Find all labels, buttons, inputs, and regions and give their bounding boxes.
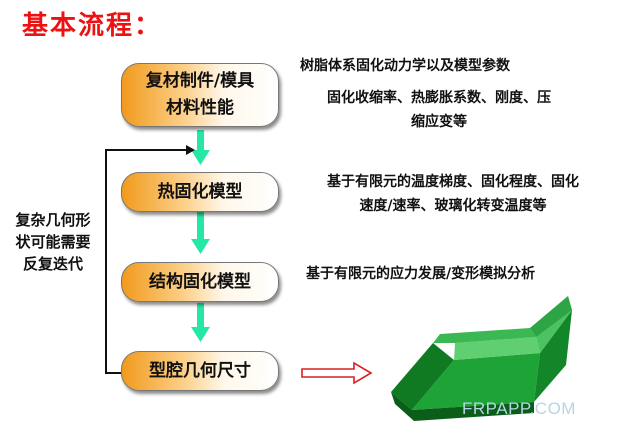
step-1-label-line1: 复材制件/模具 <box>145 71 255 91</box>
step-3-label: 结构固化模型 <box>149 272 251 292</box>
iteration-loop-arrowhead <box>186 145 195 155</box>
page-title: 基本流程： <box>22 11 163 41</box>
step-4-label: 型腔几何尺寸 <box>149 361 251 381</box>
cured-part-image <box>391 296 572 421</box>
step-arrow-3 <box>191 303 210 342</box>
note-thermal-fea-line2: 速度/速率、玻璃化转变温度等 <box>359 198 547 214</box>
note-cure-kinetics: 树脂体系固化动力学以及模型参数 <box>300 58 510 74</box>
iteration-note-line2: 状可能需要 <box>15 233 91 251</box>
step-2-label: 热固化模型 <box>157 182 243 202</box>
watermark: FRPAPP.COM <box>462 399 576 418</box>
step-1-label-line2: 材料性能 <box>166 98 234 118</box>
note-thermal-fea: 基于有限元的温度梯度、固化程度、固化 速度/速率、玻璃化转变温度等 <box>292 170 614 218</box>
iteration-note: 复杂几何形 状可能需要 反复迭代 <box>3 209 103 275</box>
step-thermal-cure-model: 热固化模型 <box>121 172 279 212</box>
step-structural-cure-model: 结构固化模型 <box>121 262 279 302</box>
step-composite-mold-properties: 复材制件/模具 材料性能 <box>121 63 279 127</box>
step-arrow-1 <box>191 130 210 165</box>
iteration-note-line3: 反复迭代 <box>22 255 83 273</box>
note-material-properties-line1: 固化收缩率、热膨胀系数、刚度、压 <box>327 90 551 106</box>
iteration-loop-line <box>105 149 186 374</box>
note-stress-fea: 基于有限元的应力发展/变形模拟分析 <box>306 266 536 282</box>
step-arrow-2 <box>191 212 210 254</box>
output-arrow <box>301 361 373 385</box>
iteration-note-line1: 复杂几何形 <box>15 211 91 229</box>
note-material-properties: 固化收缩率、热膨胀系数、刚度、压 缩应变等 <box>294 86 584 134</box>
note-material-properties-line2: 缩应变等 <box>411 114 467 130</box>
note-thermal-fea-line1: 基于有限元的温度梯度、固化程度、固化 <box>327 174 579 190</box>
step-cavity-geometry: 型腔几何尺寸 <box>121 351 279 391</box>
